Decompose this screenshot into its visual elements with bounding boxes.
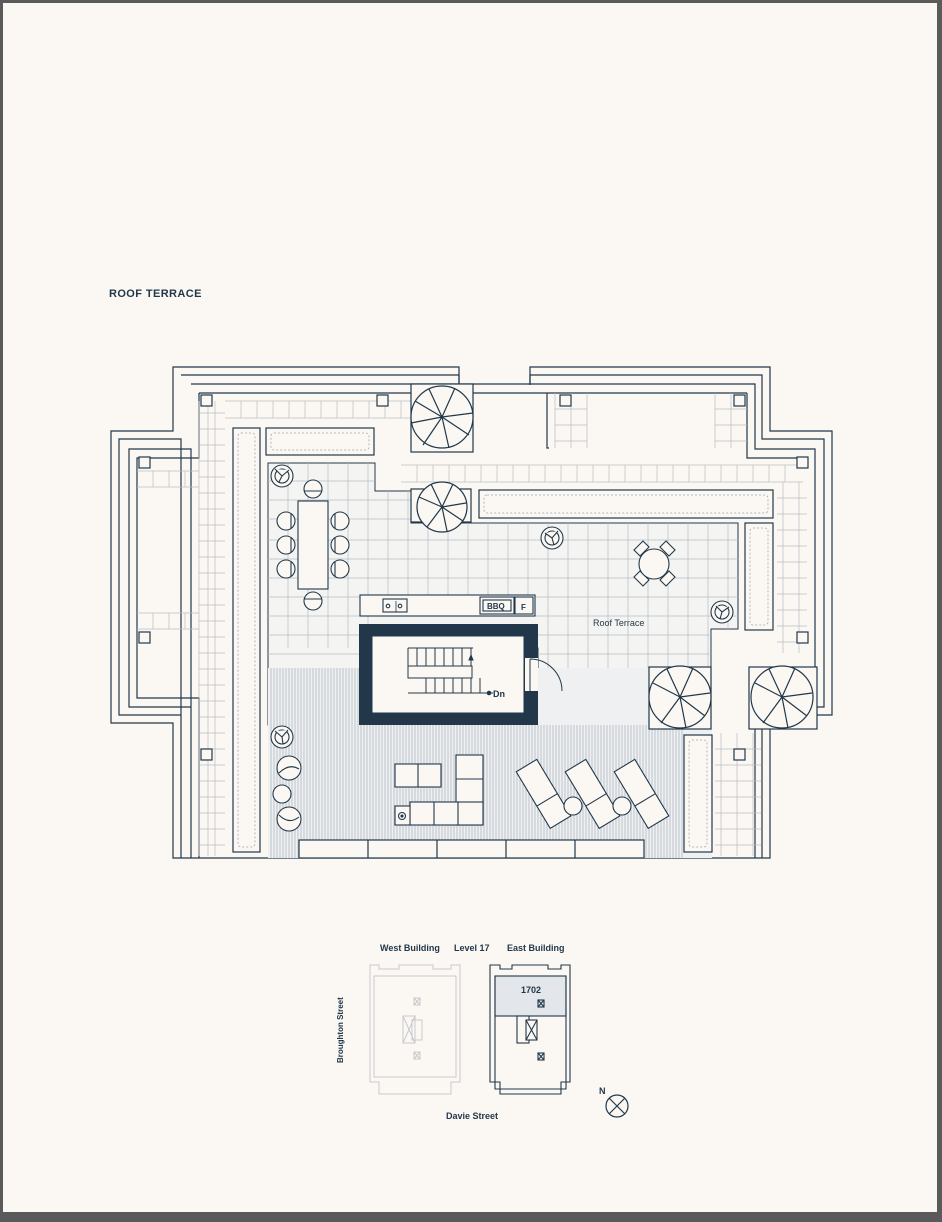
planter-inner-lines [237, 432, 769, 848]
roof-terrace-label: Roof Terrace [593, 618, 644, 628]
bench [298, 839, 645, 859]
north-arrow-icon [605, 1094, 629, 1118]
key-plan-unit: 1702 [521, 985, 541, 995]
floor-plan-sheet: ROOF TERRACE [3, 3, 937, 1212]
key-plan-west-building: West Building [380, 943, 440, 953]
key-plan: West Building Level 17 East Building [336, 943, 629, 1121]
key-plan-east-building: East Building [507, 943, 565, 953]
potted-plants [270, 464, 734, 749]
key-plan-west-building-outline [369, 964, 461, 1095]
building-outline [110, 366, 833, 859]
floor-plan-drawing: ROOF TERRACE [109, 288, 833, 1121]
key-plan-side-street: Broughton Street [336, 997, 345, 1063]
sun-loungers [515, 758, 670, 830]
trees [410, 383, 818, 730]
outdoor-kitchen-counter [359, 594, 536, 617]
bistro-table [633, 540, 676, 587]
key-plan-level: Level 17 [454, 943, 490, 953]
fridge-label: F [521, 603, 526, 612]
tree-center [410, 481, 472, 533]
stair-down-label: Dn [493, 689, 505, 699]
key-plan-front-street: Davie Street [446, 1111, 498, 1121]
north-label: N [599, 1086, 606, 1096]
dining-table [276, 479, 350, 611]
ball-chairs [272, 755, 302, 832]
stair-core: Dn [359, 624, 563, 725]
lounge-sofa [394, 754, 484, 826]
structural-columns [138, 394, 809, 761]
tree-right [648, 665, 712, 730]
key-plan-east-building-outline [489, 964, 571, 1095]
page-title: ROOF TERRACE [109, 288, 202, 300]
tree-top-center [410, 383, 474, 453]
tree-far-right [748, 665, 818, 730]
bbq-label: BBQ [487, 602, 505, 611]
